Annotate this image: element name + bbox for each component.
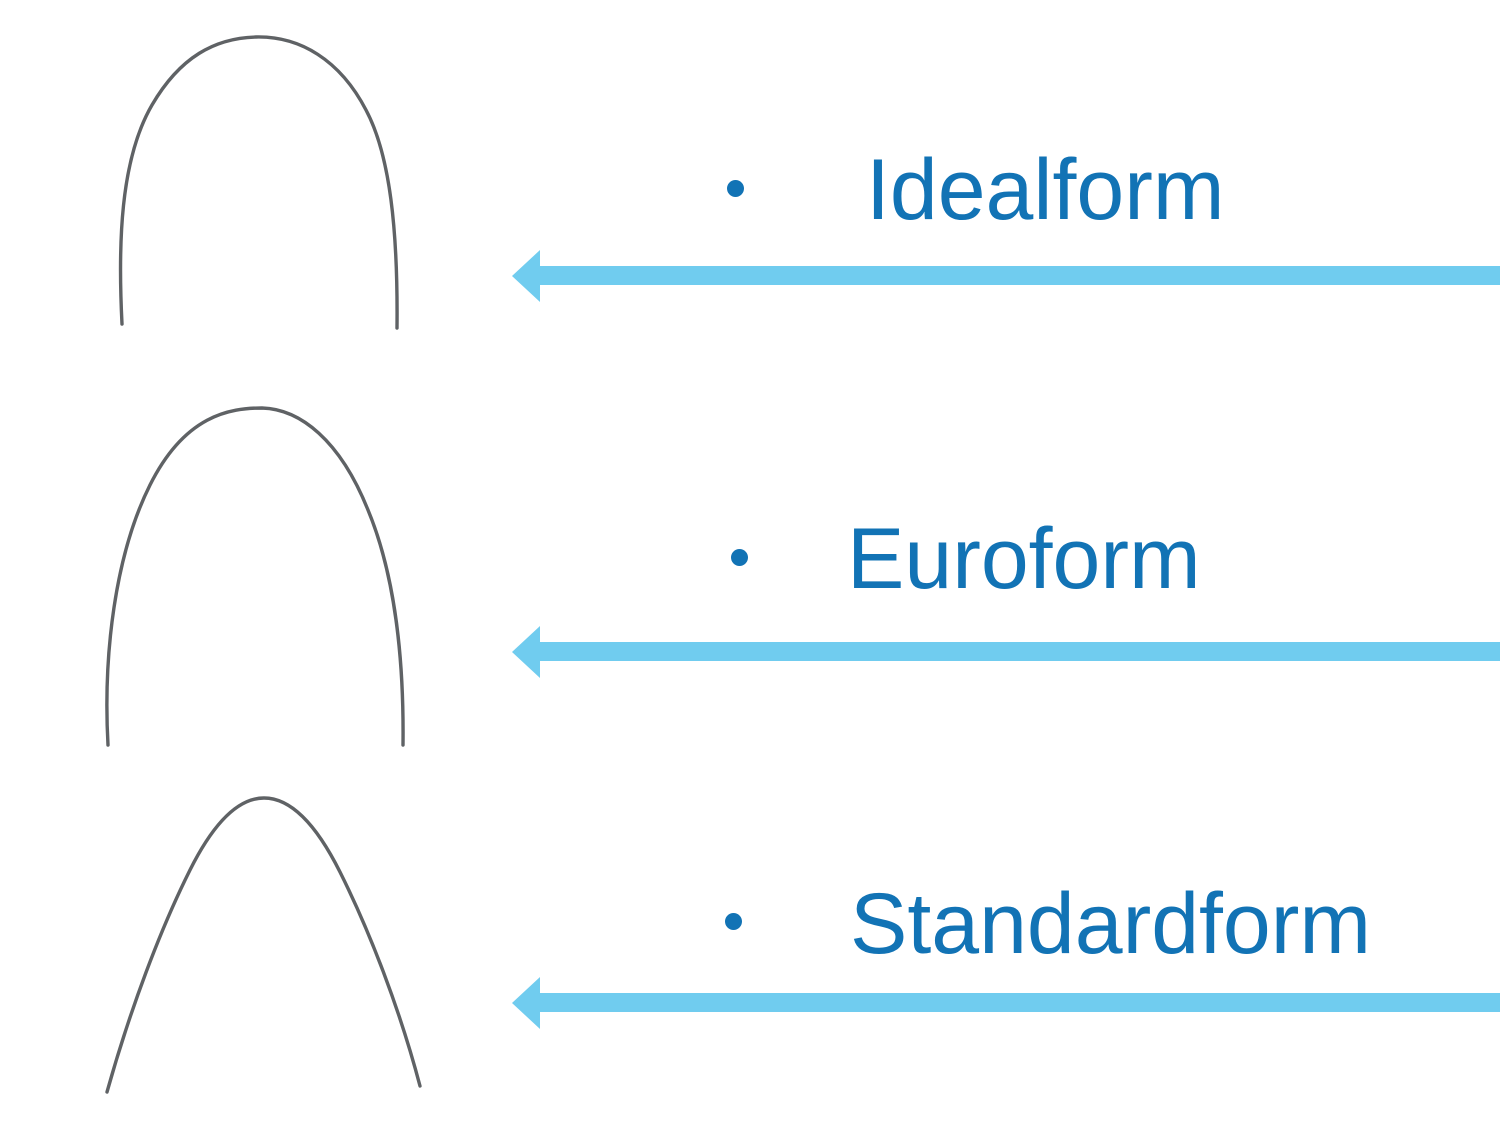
euroform-archwire-drawing: [105, 406, 405, 747]
wire-curve: [105, 406, 405, 747]
label-idealform: Idealform: [866, 142, 1225, 238]
left-arrow-standardform: [512, 977, 1500, 1029]
bullet-icon: [731, 549, 748, 566]
left-arrow-idealform: [512, 250, 1500, 302]
wire-curve: [118, 35, 399, 330]
arrowhead-left-icon: [512, 977, 540, 1029]
arrowhead-left-icon: [512, 250, 540, 302]
bullet-icon: [727, 180, 744, 197]
idealform-archwire-drawing: [118, 35, 399, 330]
standardform-archwire-drawing: [105, 796, 422, 1094]
bullet-icon: [725, 913, 742, 930]
label-euroform: Euroform: [847, 511, 1201, 607]
arrowhead-left-icon: [512, 626, 540, 678]
arrow-shaft: [538, 266, 1500, 285]
wire-curve: [105, 796, 422, 1094]
arrow-shaft: [538, 993, 1500, 1012]
label-standardform: Standardform: [850, 876, 1372, 972]
arrow-shaft: [538, 642, 1500, 661]
left-arrow-euroform: [512, 626, 1500, 678]
